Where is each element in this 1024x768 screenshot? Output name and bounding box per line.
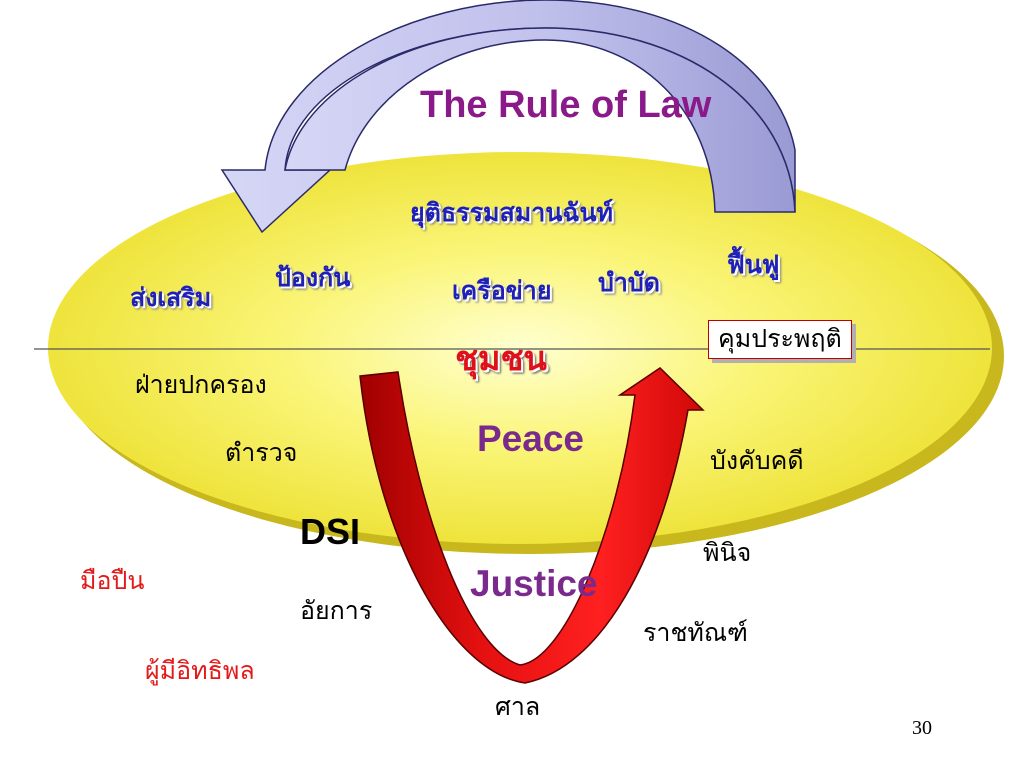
label-peace: Peace: [477, 418, 584, 459]
label-network: เครือข่าย: [452, 276, 552, 305]
bottom-red-arrow: [359, 367, 705, 684]
label-administration: ฝ่ายปกครอง: [135, 370, 267, 399]
label-police: ตำรวจ: [225, 438, 298, 467]
label-court: ศาล: [495, 692, 541, 721]
probation-box: คุมประพฤติ: [708, 320, 852, 359]
label-restorative-justice: ยุติธรรมสมานฉันท์: [410, 198, 613, 227]
page-number: 30: [912, 717, 932, 739]
label-gunmen: มือปืน: [80, 566, 145, 595]
label-prevent: ป้องกัน: [275, 263, 351, 292]
label-restore: ฟื้นฟู: [727, 250, 780, 279]
diagram-title: The Rule of Law: [420, 84, 712, 126]
label-enforcement: บังคับคดี: [710, 446, 804, 475]
label-influential: ผู้มีอิทธิพล: [145, 656, 255, 685]
label-community: ชุมชน: [455, 339, 547, 379]
label-corrections: ราชทัณฑ์: [643, 618, 748, 647]
community-ellipse: [48, 152, 992, 544]
label-promote: ส่งเสริม: [130, 283, 212, 312]
label-justice: Justice: [470, 563, 598, 604]
top-arrow-inner: [284, 27, 796, 213]
label-prosecutor: อัยการ: [300, 596, 373, 625]
label-dsi: DSI: [300, 511, 361, 552]
label-treat: บำบัด: [598, 268, 661, 297]
label-juvenile: พินิจ: [703, 538, 752, 567]
